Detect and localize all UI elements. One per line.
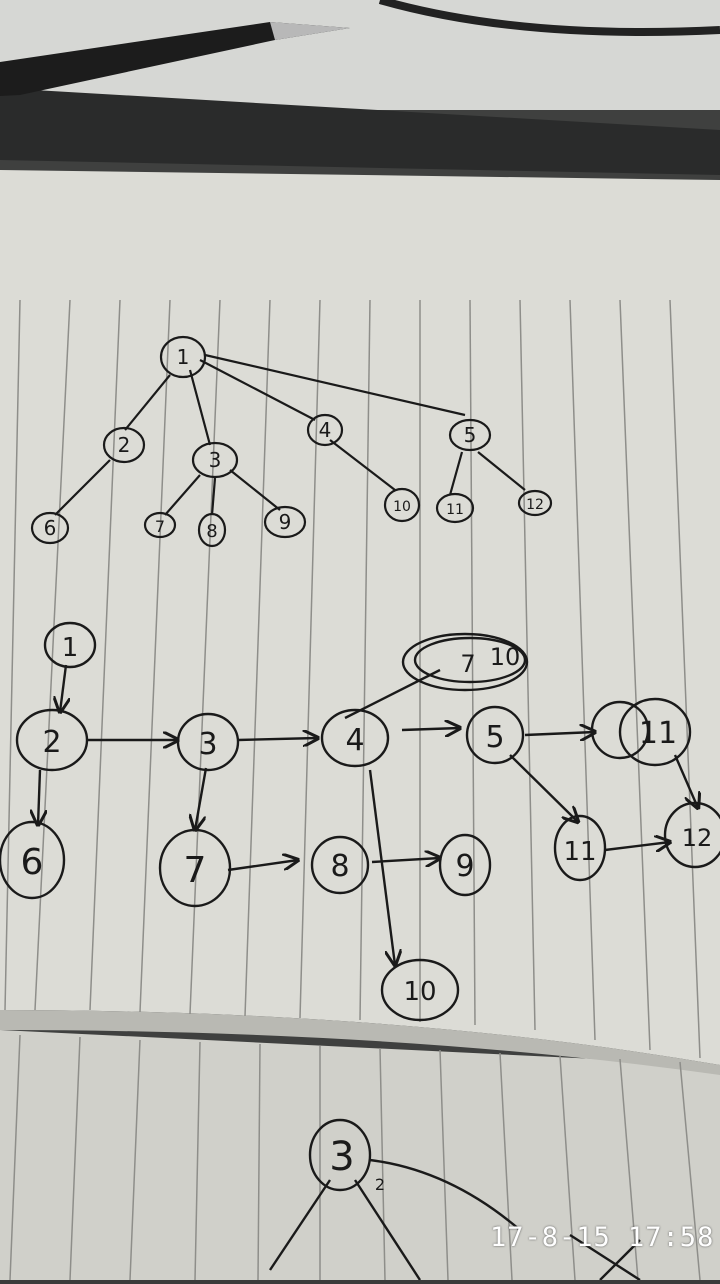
- tree-node-2: [102, 426, 146, 464]
- bottom-sketch-node: [308, 1118, 372, 1192]
- pen: [0, 22, 350, 96]
- tree-label-6: 6: [44, 516, 57, 540]
- flow-label-9: 9: [455, 849, 474, 884]
- tree-node-6: [30, 511, 70, 545]
- flow-label-1: 1: [62, 633, 79, 663]
- flow-label-4: 4: [345, 723, 364, 758]
- flow-label-10-struck: 10: [490, 643, 521, 671]
- tree-node-3: [191, 441, 239, 479]
- notebook-edge: [0, 88, 720, 175]
- photo-timestamp: 17-8-15 17:58: [490, 1222, 715, 1253]
- tree-node-5: [448, 418, 492, 452]
- bottom-sketch-edge-label: 2: [375, 1175, 385, 1194]
- tree-label-1: 1: [177, 345, 190, 369]
- flow-node-7: [158, 828, 232, 908]
- tree-node-4: [306, 413, 344, 447]
- flow-node-12: [663, 801, 720, 869]
- tree-label-4: 4: [319, 418, 332, 442]
- flow-node-7-struck-2: [413, 636, 527, 684]
- tree-node-7: [143, 511, 177, 539]
- flow-edges: [38, 664, 698, 965]
- tree-label-2: 2: [118, 433, 131, 457]
- tree-edges: [54, 353, 526, 516]
- flow-nodes: [0, 621, 720, 1022]
- tree-nodes: [30, 335, 553, 548]
- flow-label-8: 8: [330, 849, 349, 884]
- tree-label-10: 10: [393, 499, 411, 515]
- flow-node-1: [43, 621, 97, 669]
- tree-node-11: [435, 492, 475, 524]
- flow-label-12: 12: [682, 824, 713, 852]
- flow-label-5: 5: [485, 720, 504, 755]
- flow-node-11: [618, 697, 692, 767]
- tree-node-12: [517, 489, 553, 517]
- paper-page: [0, 170, 720, 1065]
- tree-label-11: 11: [446, 502, 464, 518]
- pen-tip: [270, 22, 350, 40]
- flow-node-6: [0, 820, 66, 900]
- paper-page-lower: [0, 1030, 720, 1280]
- flow-node-3: [176, 712, 240, 772]
- flow-label-11: 11: [639, 716, 677, 751]
- page-fold-shadow: [0, 1010, 720, 1075]
- tree-labels: 1 2 3 4 5 6 7 8 9 10 11 12: [44, 345, 544, 542]
- flow-node-8: [310, 835, 370, 895]
- flow-labels: 1 2 3 4 5 6 7 8 9 10 11 12 7 10 11: [21, 633, 713, 1007]
- flow-label-2: 2: [42, 725, 61, 760]
- tree-label-8: 8: [206, 521, 217, 542]
- tree-node-1: [159, 335, 207, 379]
- flow-label-3: 3: [198, 727, 217, 762]
- tree-label-7: 7: [155, 517, 165, 536]
- flow-label-10: 10: [403, 977, 436, 1007]
- bottom-sketch-edges: [269, 1158, 641, 1282]
- flow-node-2: [15, 708, 89, 772]
- flow-node-4: [320, 708, 390, 768]
- tree-label-12: 12: [526, 497, 544, 513]
- flow-node-9: [438, 833, 492, 897]
- tree-label-9: 9: [279, 510, 292, 534]
- flow-node-10: [380, 958, 460, 1022]
- flow-node-5: [465, 705, 525, 765]
- flow-label-7-struck: 7: [460, 650, 475, 678]
- cable: [378, 0, 720, 36]
- flow-node-7-struck: [401, 632, 529, 692]
- flow-label-6: 6: [21, 842, 44, 883]
- tree-label-5: 5: [464, 423, 477, 447]
- flow-node-4b: [553, 814, 607, 882]
- flow-label-7: 7: [184, 850, 207, 891]
- flow-node-11-struck: [590, 700, 650, 760]
- rule-lines-lower: [9, 1034, 701, 1281]
- tree-node-8: [197, 512, 227, 548]
- tree-node-10: [383, 487, 421, 523]
- flow-label-4b: 11: [563, 837, 596, 867]
- bottom-sketch-node-label: 3: [329, 1134, 354, 1180]
- tree-node-9: [263, 505, 307, 539]
- tree-label-3: 3: [209, 448, 222, 472]
